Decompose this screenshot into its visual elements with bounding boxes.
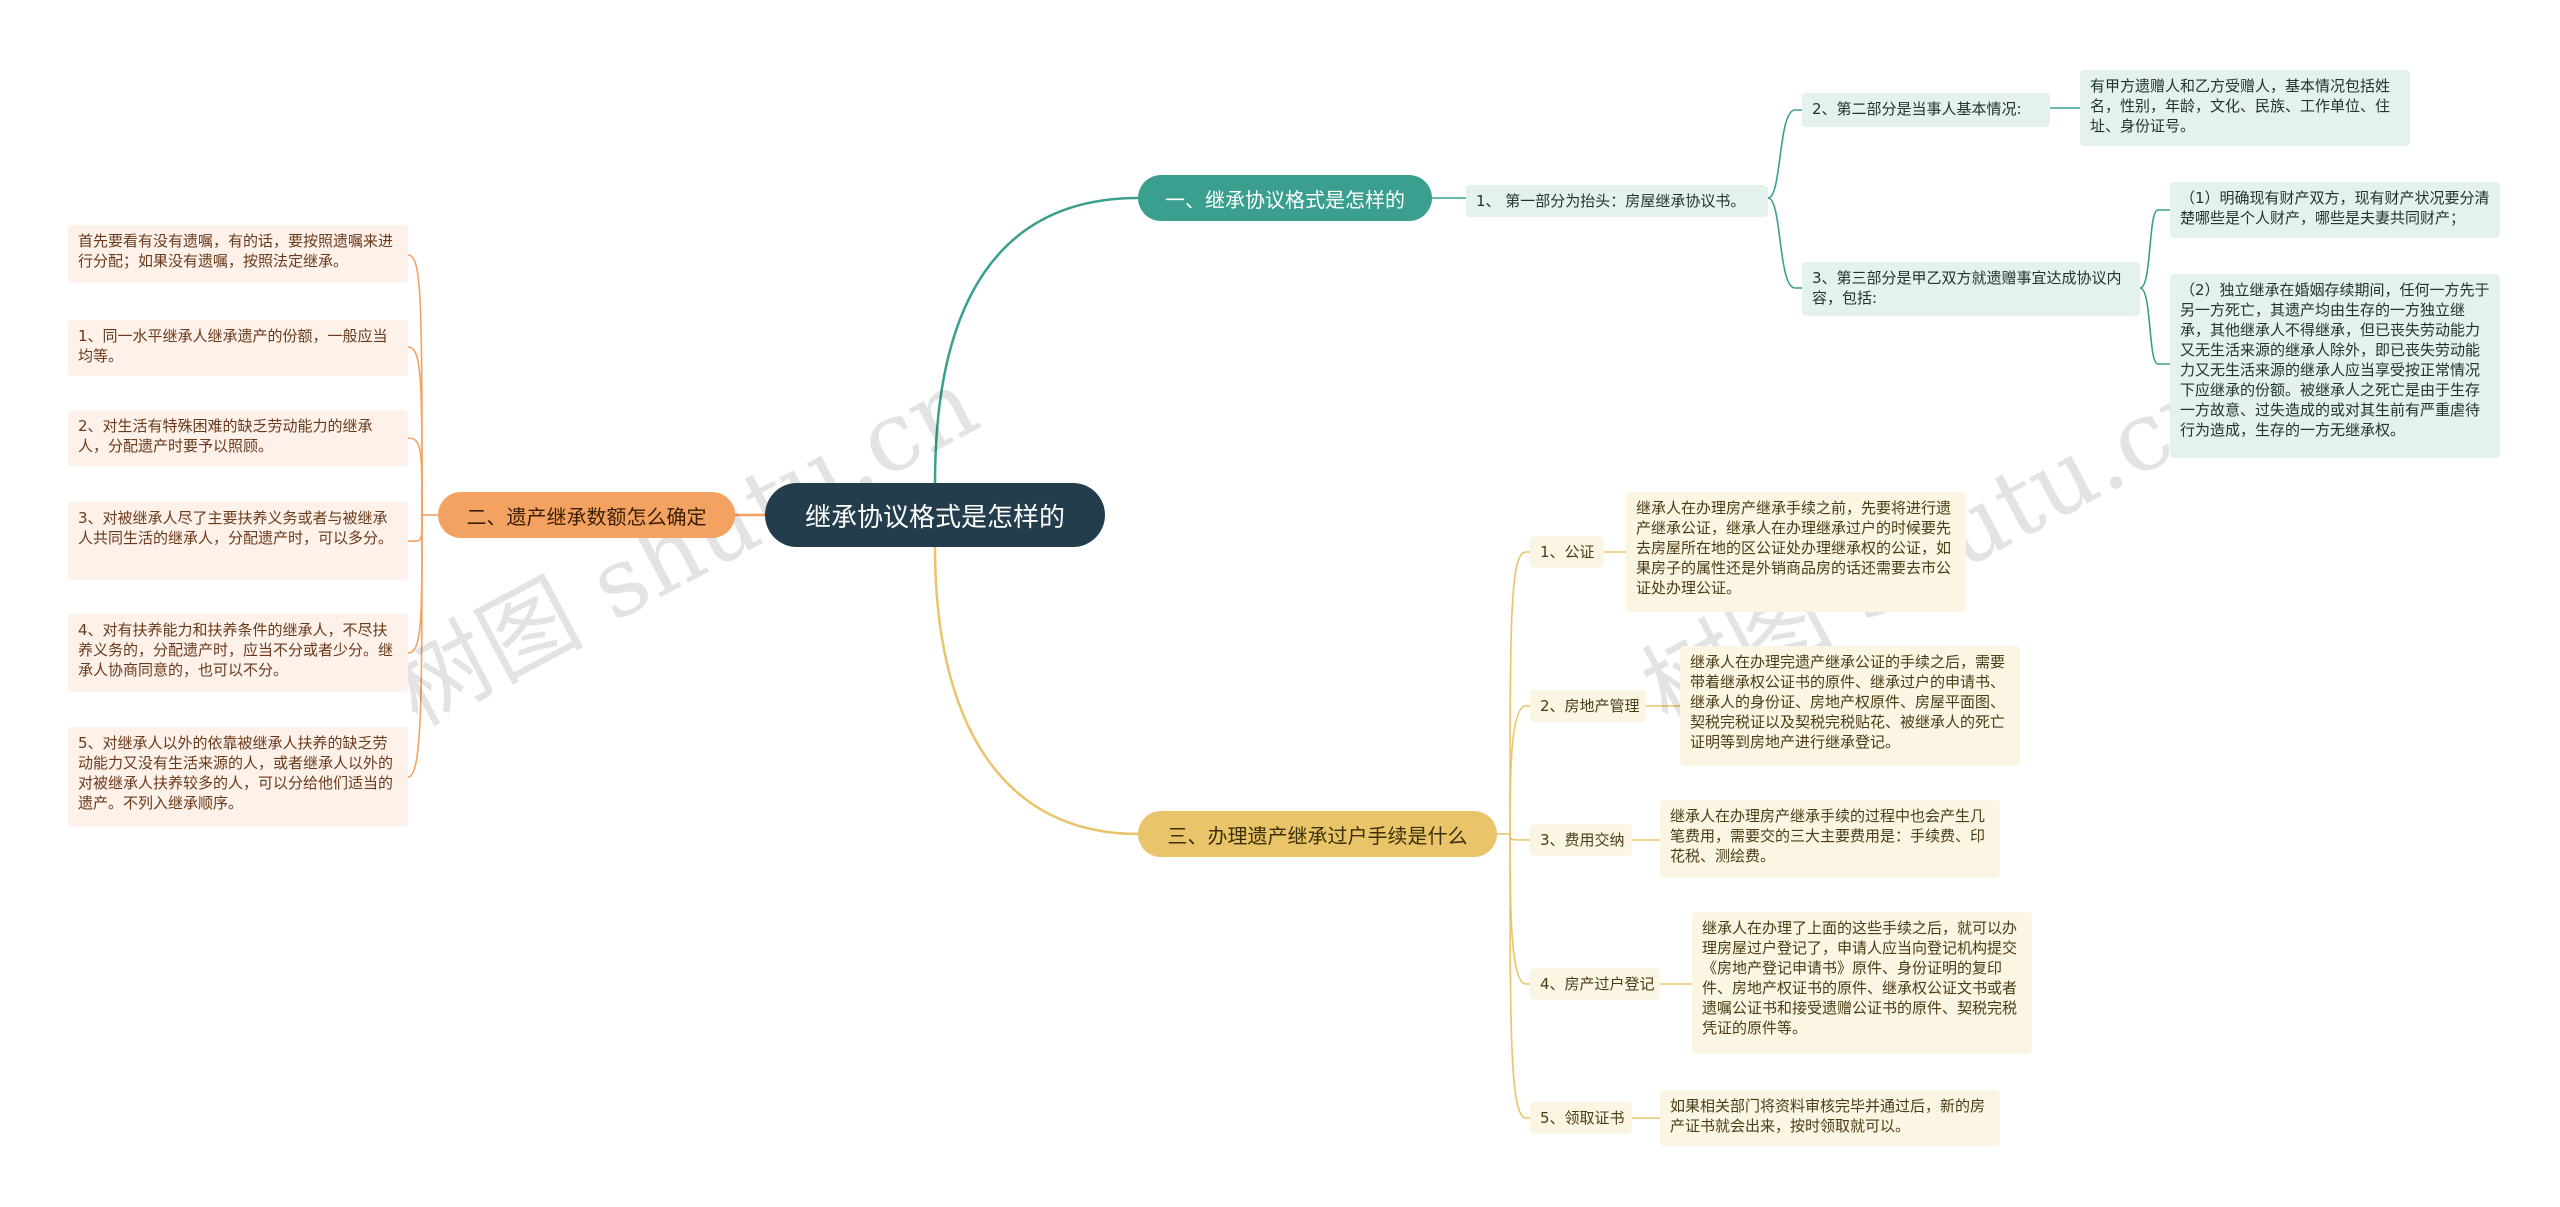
step-transfer-registration[interactable]: 4、房产过户登记 <box>1530 968 1660 1000</box>
branch-amount-node[interactable]: 二、遗产继承数额怎么确定 <box>438 492 735 538</box>
format-part3-node[interactable]: 3、第三部分是甲乙双方就遗赠事宜达成协议内容，包括: <box>1802 262 2140 316</box>
format-part2-detail[interactable]: 有甲方遗赠人和乙方受赠人，基本情况包括姓名，性别，年龄，文化、民族、工作单位、住… <box>2080 70 2410 146</box>
step-transfer-registration-detail[interactable]: 继承人在办理了上面的这些手续之后，就可以办理房屋过户登记了，申请人应当向登记机构… <box>1692 912 2032 1054</box>
root-node[interactable]: 继承协议格式是怎样的 <box>765 483 1105 547</box>
format-part2-node[interactable]: 2、第二部分是当事人基本情况: <box>1802 93 2050 127</box>
format-part3-item[interactable]: （1）明确现有财产双方，现有财产状况要分清楚哪些是个人财产，哪些是夫妻共同财产； <box>2170 182 2500 238</box>
step-fees[interactable]: 3、费用交纳 <box>1530 824 1632 856</box>
step-real-estate-detail[interactable]: 继承人在办理完遗产继承公证的手续之后，需要带着继承权公证书的原件、继承过户的申请… <box>1680 646 2020 766</box>
step-collect-certificate-detail[interactable]: 如果相关部门将资料审核完毕并通过后，新的房产证书就会出来，按时领取就可以。 <box>1660 1090 2000 1146</box>
format-part1-node[interactable]: 1、 第一部分为抬头：房屋继承协议书。 <box>1466 185 1768 217</box>
format-part3-item[interactable]: （2）独立继承在婚姻存续期间，任何一方先于另一方死亡，其遗产均由生存的一方独立继… <box>2170 274 2500 458</box>
step-fees-detail[interactable]: 继承人在办理房产继承手续的过程中也会产生几笔费用，需要交的三大主要费用是：手续费… <box>1660 800 2000 878</box>
step-collect-certificate[interactable]: 5、领取证书 <box>1530 1102 1632 1134</box>
step-notary-detail[interactable]: 继承人在办理房产继承手续之前，先要将进行遗产继承公证，继承人在办理继承过户的时候… <box>1626 492 1966 612</box>
amount-item[interactable]: 首先要看有没有遗嘱，有的话，要按照遗嘱来进行分配；如果没有遗嘱，按照法定继承。 <box>68 225 408 283</box>
amount-item[interactable]: 1、同一水平继承人继承遗产的份额，一般应当均等。 <box>68 320 408 376</box>
step-real-estate[interactable]: 2、房地产管理 <box>1530 690 1646 722</box>
amount-item[interactable]: 5、对继承人以外的依靠被继承人扶养的缺乏劳动能力又没有生活来源的人，或者继承人以… <box>68 727 408 827</box>
step-notary[interactable]: 1、公证 <box>1530 536 1604 568</box>
link-root-branch1 <box>933 196 1139 484</box>
amount-item[interactable]: 3、对被继承人尽了主要扶养义务或者与被继承人共同生活的继承人，分配遗产时，可以多… <box>68 502 408 580</box>
amount-item[interactable]: 4、对有扶养能力和扶养条件的继承人，不尽扶养义务的，分配遗产时，应当不分或者少分… <box>68 614 408 692</box>
branch-procedure-node[interactable]: 三、办理遗产继承过户手续是什么 <box>1138 811 1497 857</box>
link-root-branch3 <box>933 546 1139 836</box>
branch-format-node[interactable]: 一、继承协议格式是怎样的 <box>1138 175 1432 221</box>
amount-item[interactable]: 2、对生活有特殊困难的缺乏劳动能力的继承人，分配遗产时要予以照顾。 <box>68 410 408 466</box>
